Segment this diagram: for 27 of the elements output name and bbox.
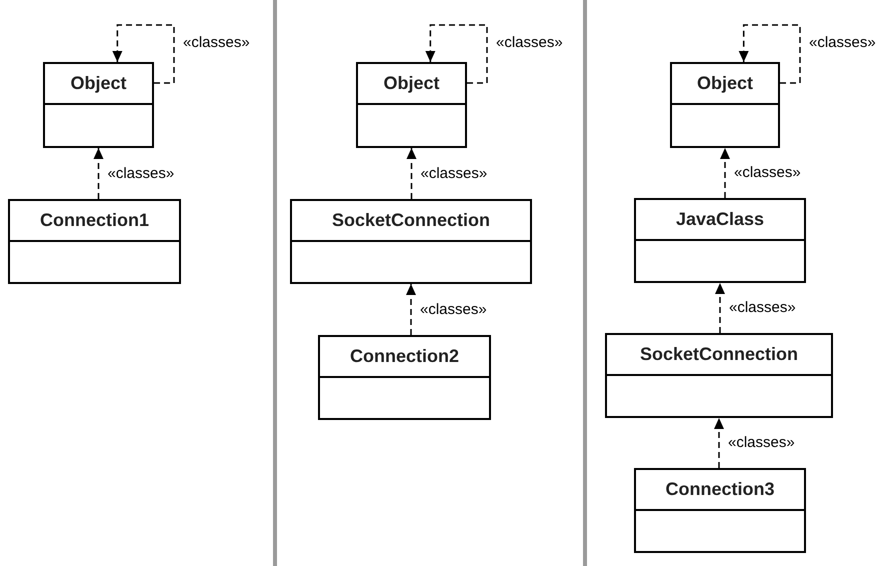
class-name: Connection3 — [636, 470, 804, 511]
dependency-arrow — [714, 418, 724, 468]
dependency-arrow — [94, 148, 104, 199]
class-box — [290, 199, 532, 284]
class-name: Object — [358, 64, 465, 105]
class-box — [356, 62, 467, 148]
dependency-arrow — [406, 148, 416, 199]
class-name: Connection1 — [10, 201, 179, 242]
dependency-arrow — [715, 283, 725, 333]
dependency-arrow — [112, 24, 175, 84]
class-box — [318, 335, 491, 420]
class-name: JavaClass — [636, 200, 804, 241]
dependency-arrow — [425, 24, 488, 84]
class-box — [43, 62, 154, 148]
class-name: Object — [672, 64, 778, 105]
dependency-arrow — [738, 24, 801, 84]
class-box — [634, 198, 806, 283]
class-name: SocketConnection — [292, 201, 530, 242]
class-box — [634, 468, 806, 553]
class-name: SocketConnection — [607, 335, 831, 376]
class-box — [670, 62, 780, 148]
class-name: Object — [45, 64, 152, 105]
class-name: Connection2 — [320, 337, 489, 378]
dependency-arrow — [720, 148, 730, 198]
dependency-arrow — [406, 284, 416, 335]
class-box — [605, 333, 833, 418]
class-box — [8, 199, 181, 284]
